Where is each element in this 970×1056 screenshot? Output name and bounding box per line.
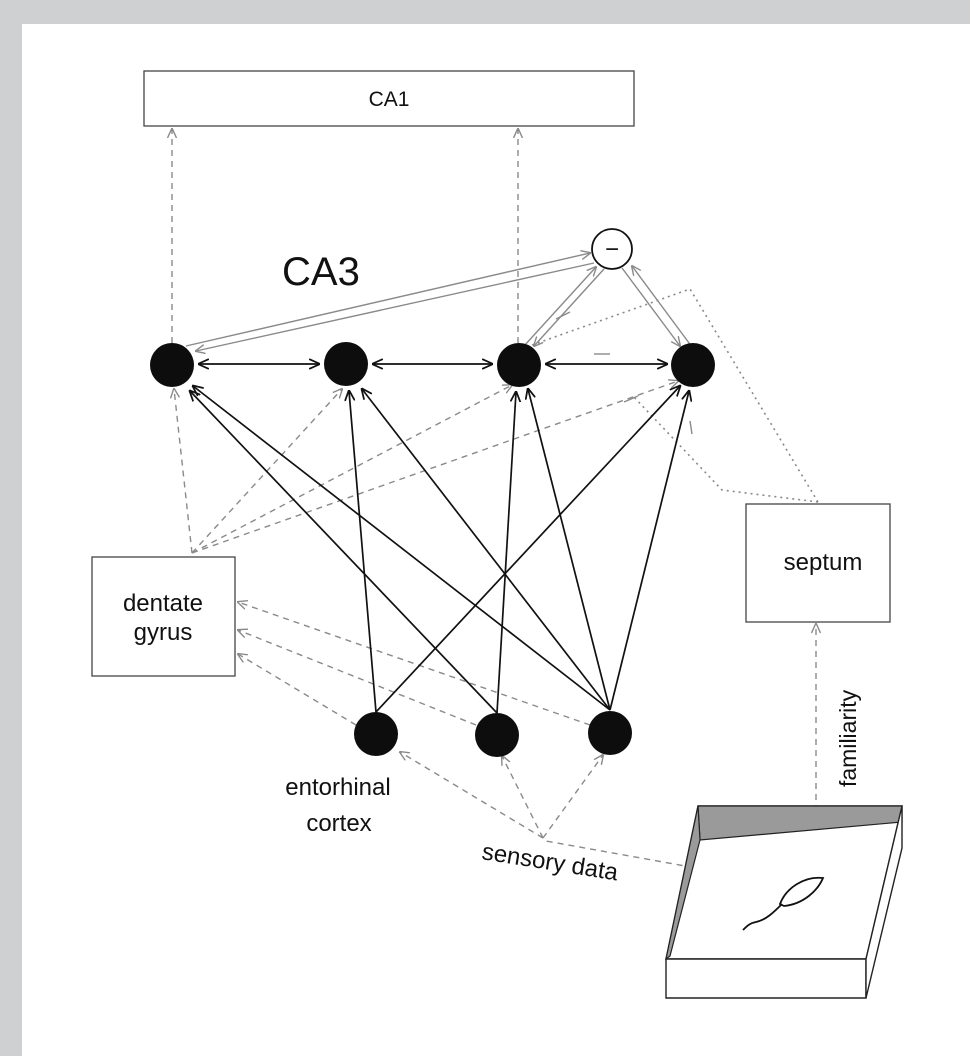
inhibition-tick-4 <box>689 420 693 435</box>
septal-connections <box>531 288 819 503</box>
inhibitory-to-ca3-3 <box>534 268 605 346</box>
dg-to-ca3-4 <box>191 381 678 554</box>
ec-to-dg-2 <box>238 630 477 726</box>
entorhinal-neurons <box>354 711 632 757</box>
sensory-to-ec-2 <box>502 756 544 839</box>
ec-to-ca3-links <box>190 386 689 714</box>
ca1-box <box>143 70 635 127</box>
septum-to-ca3-path-2 <box>631 394 819 503</box>
dentate-gyrus-label-line1: dentate <box>123 590 203 617</box>
inhibitory-to-ca3-1 <box>196 262 595 351</box>
ec-to-dg-1 <box>238 654 357 726</box>
neuron-icon <box>150 343 194 387</box>
neuron-icon <box>497 343 541 387</box>
ec1-to-ca3-4 <box>375 386 680 713</box>
arena-box-icon <box>665 805 903 999</box>
entorhinal-label-line2: cortex <box>306 810 371 837</box>
neuron-icon <box>671 343 715 387</box>
ca3-to-inhibitory-3 <box>523 267 596 347</box>
sensory-data-label: sensory data <box>480 838 621 886</box>
dg-to-ca3-1 <box>174 389 193 554</box>
inhibitory-connections <box>185 253 693 435</box>
septum-box <box>745 503 891 623</box>
neuron-icon <box>588 711 632 755</box>
sensory-to-ec-1 <box>400 752 544 839</box>
rat-to-sensory <box>545 840 781 884</box>
ca3-to-inhibitory-4 <box>632 266 693 348</box>
inhibition-tick-3 <box>623 395 639 403</box>
ec1-to-ca3-2 <box>349 391 377 713</box>
dentate-gyrus-box <box>91 556 236 677</box>
inhibitory-node-icon <box>591 228 633 270</box>
ca3-neurons <box>150 342 715 387</box>
arena-right-wall <box>865 805 903 999</box>
ca3-label: CA3 <box>282 250 360 294</box>
neuron-icon <box>354 712 398 756</box>
neuron-icon <box>324 342 368 386</box>
ec2-to-ca3-3 <box>496 392 516 714</box>
ec3-to-ca3-4 <box>609 391 689 711</box>
arena-left-wall <box>665 805 701 961</box>
arena-front-wall <box>665 958 867 999</box>
ec-to-dg-3 <box>238 602 591 726</box>
inhibitory-node-sign: − <box>605 236 619 263</box>
entorhinal-label-line1: entorhinal <box>285 774 390 801</box>
neuron-icon <box>475 713 519 757</box>
ca3-to-inhibitory-1 <box>185 253 590 347</box>
familiarity-label: familiarity <box>835 689 861 787</box>
ec3-to-ca3-3 <box>528 389 611 711</box>
dashed-connections <box>172 129 816 884</box>
ec2-to-ca3-1 <box>190 391 498 714</box>
inhibition-tick-1 <box>555 311 571 320</box>
ca1-label: CA1 <box>369 88 410 111</box>
sensory-to-ec-3 <box>542 755 603 839</box>
rat-icon <box>742 876 825 931</box>
ec3-to-ca3-1 <box>193 386 611 711</box>
inhibitory-to-ca3-4 <box>621 267 680 346</box>
ec3-to-ca3-2 <box>362 389 611 711</box>
dg-to-ca3-3 <box>191 385 512 554</box>
septum-label: septum <box>784 549 863 576</box>
dentate-gyrus-label-line2: gyrus <box>134 619 193 646</box>
septum-to-ca3-path-1 <box>531 288 819 503</box>
